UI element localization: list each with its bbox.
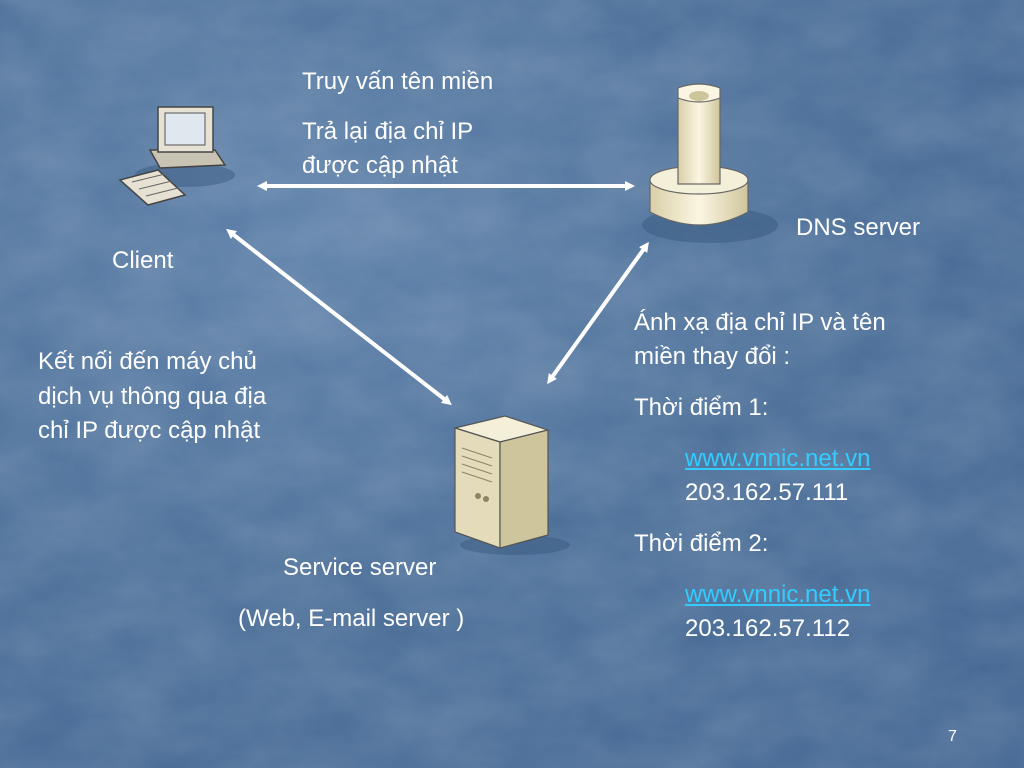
page-number: 7: [948, 728, 957, 745]
return-ip-text-line1: Trả lại địa chỉ IP: [302, 118, 474, 145]
service-server-sublabel: (Web, E-mail server ): [238, 605, 465, 632]
time1-label: Thời điểm 1:: [634, 394, 769, 421]
client-label: Client: [112, 247, 174, 274]
dns-server-label: DNS server: [796, 214, 921, 241]
query-domain-text: Truy vấn tên miền: [302, 68, 494, 95]
mapping-text-line2: miền thay đổi :: [634, 343, 791, 370]
time1-domain-link[interactable]: www.vnnic.net.vn: [685, 445, 871, 472]
time1-ip: 203.162.57.111: [685, 479, 849, 506]
mapping-text-line1: Ánh xạ địa chỉ IP và tên: [634, 309, 886, 336]
return-ip-text-line2: được cập nhật: [302, 152, 458, 179]
time2-ip: 203.162.57.112: [685, 615, 851, 642]
arrow-dns-service: [547, 241, 649, 385]
time2-label: Thời điểm 2:: [634, 530, 769, 557]
service-server-label: Service server: [283, 554, 437, 581]
time2-domain-link[interactable]: www.vnnic.net.vn: [685, 581, 871, 608]
server-tower-icon: [452, 415, 570, 555]
connect-text-line2: dịch vụ thông qua địa: [38, 383, 267, 410]
connect-text-line3: chỉ IP được cập nhật: [38, 417, 261, 444]
desktop-computer-icon: [118, 106, 235, 206]
dns-server-icon: [642, 83, 778, 243]
connect-text-line1: Kết nối đến máy chủ: [38, 348, 257, 375]
arrow-client-service: [226, 228, 452, 406]
